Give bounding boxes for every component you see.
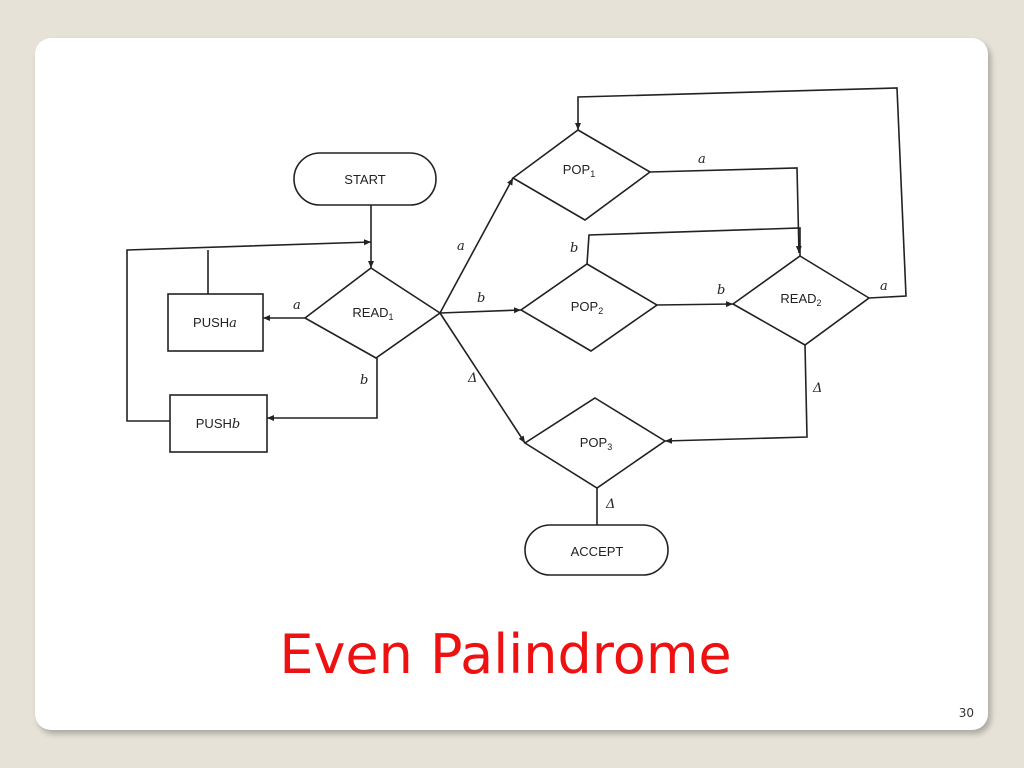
push-a-label: PUSHa [193,315,237,331]
accept-node [524,524,669,576]
pop2-node [519,263,659,352]
edge-read1-pop2 [439,307,522,314]
edge-label-read2-pop1: a [880,279,888,294]
read2-label: READ2 [780,291,821,308]
push-a-node [167,293,264,352]
edge-label-read1-push-a: a [293,298,301,313]
start-node [293,152,437,206]
page-number: 30 [958,706,974,720]
slide: START READ1 PUSHa PUSHb POP1 POP2 READ2 … [35,38,988,730]
push-b-node [169,394,268,453]
edge-label-pop1-read2: a [698,152,706,167]
edge-label-read1-push-b: b [360,373,368,388]
pop3-node [523,397,667,489]
edge-pop2-read2 [656,301,734,308]
pop1-label: POP1 [563,162,595,179]
edge-read1-pop3 [439,312,526,444]
slide-title: Even Palindrome [279,623,732,686]
read1-label: READ1 [352,305,393,322]
edge-pop1-read2 [649,167,802,254]
accept-label: ACCEPT [571,544,624,559]
pop2-label: POP2 [571,299,603,316]
edge-read1-pop1 [439,177,514,314]
read2-node [731,255,871,346]
edge-label-pop2-read2: b [717,283,725,298]
edge-label-read1-pop1: a [457,239,465,254]
edge-read2-pop2 [586,227,801,265]
push-b-label: PUSHb [196,416,240,432]
edge-read2-pop3 [664,344,808,444]
edge-label-read2-pop2: b [570,241,578,256]
edge-label-read1-pop2: b [477,291,485,306]
start-label: START [344,172,385,187]
edge-label-read1-pop3: Δ [467,371,477,386]
pop1-node [511,129,652,221]
pda-flowchart: START READ1 PUSHa PUSHb POP1 POP2 READ2 … [126,87,907,576]
edge-label-read2-pop3: Δ [812,381,822,396]
edge-read2-pop1 [575,87,907,299]
pop3-label: POP3 [580,435,612,452]
edge-label-pop3-accept: Δ [605,497,615,512]
edge-read1-push-b [267,358,378,421]
read1-node [303,267,442,359]
edge-push-b-loop [126,239,372,422]
